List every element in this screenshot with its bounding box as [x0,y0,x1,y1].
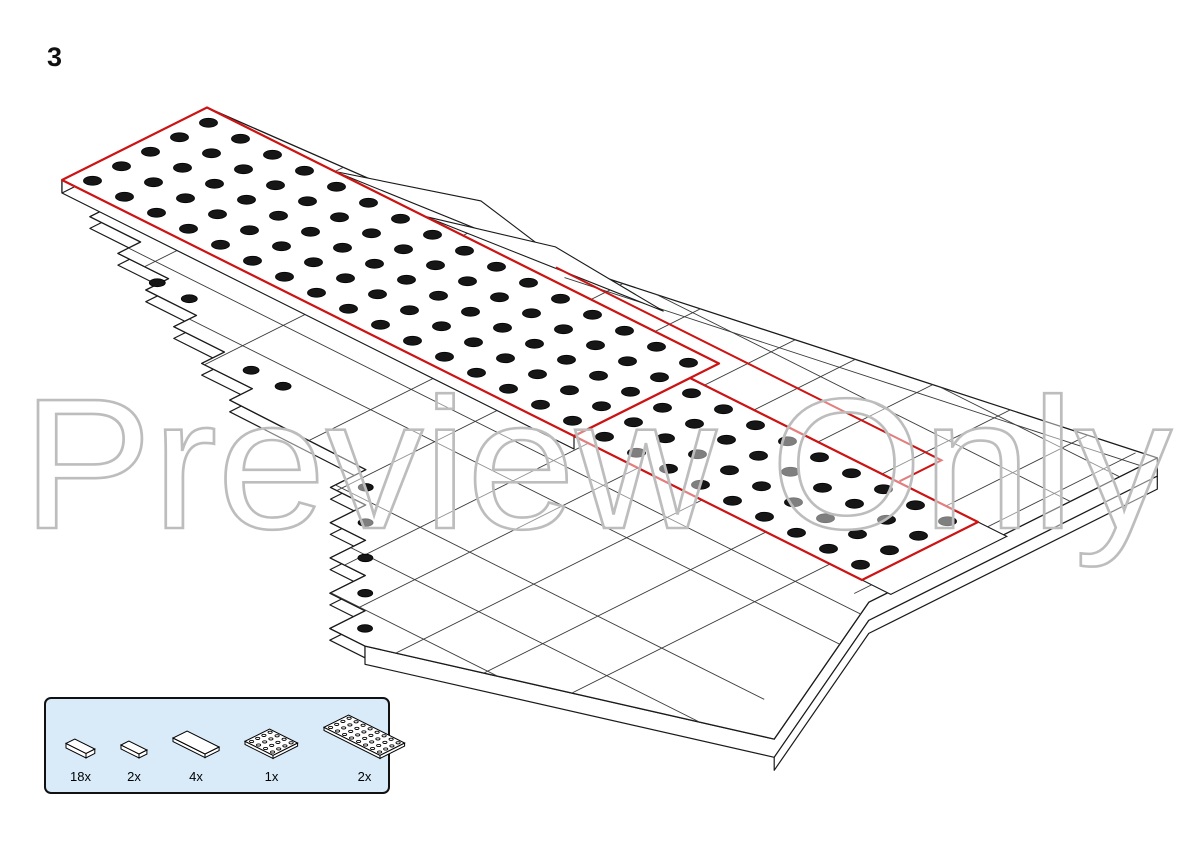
plate-2x4-icon [169,727,223,767]
plate-4x8-icon [320,711,409,767]
part-item: 1x [241,725,302,783]
plate-4x4-icon [241,725,302,767]
part-count: 18x [70,769,91,784]
new-part-outline [555,266,944,483]
part-count: 4x [189,769,203,784]
part-count: 2x [357,769,372,784]
part-count: 2x [127,769,141,784]
hull-side-studs [148,278,374,633]
watermark: Preview Only [22,361,1172,568]
part-item: 18x [62,735,99,783]
tile-1x2-icon [62,735,99,767]
parts-callout: 18x 2x 4x 1x 2x [44,697,406,794]
assembly-drawing [60,106,1158,771]
part-item: 2x [117,737,151,783]
part-item: 2x [320,711,409,783]
plate-1x2-icon [117,737,151,767]
mid-hull-studded-plate [572,376,1009,596]
step-number: 3 [47,42,63,72]
part-count: 1x [264,769,279,784]
hull-superstructure [334,170,664,312]
part-item: 4x [169,727,223,783]
hull-spine-studded-plate [60,106,721,450]
